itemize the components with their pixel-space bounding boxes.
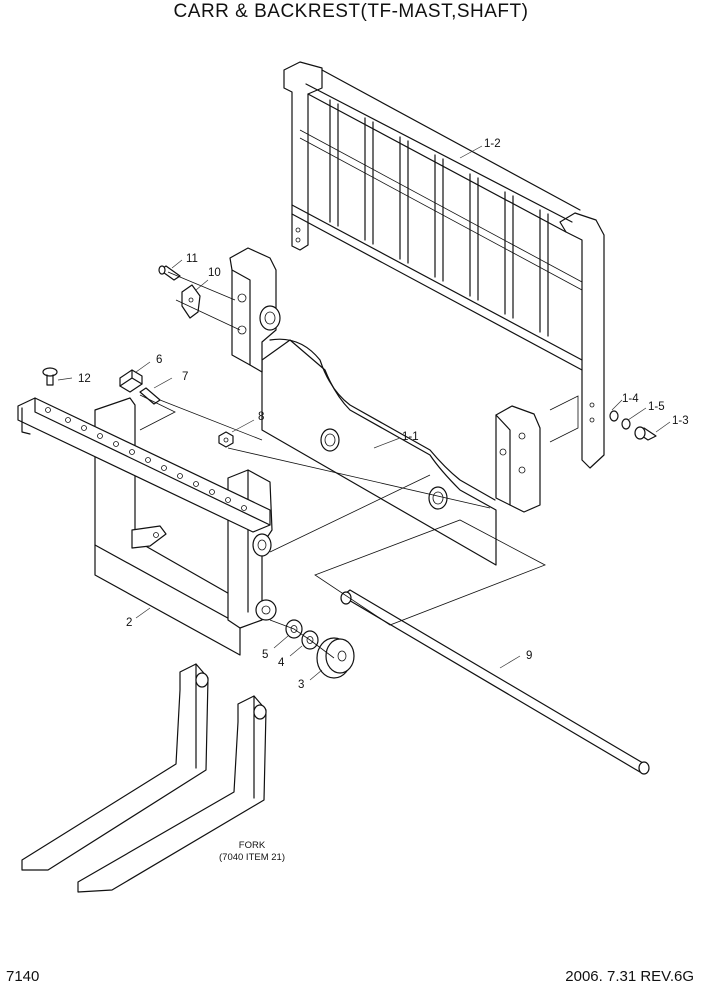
callout-12: 12 (78, 373, 91, 385)
callout-7: 7 (182, 371, 188, 383)
fork-label: FORK (239, 840, 266, 851)
pin-part-7[interactable] (139, 387, 161, 405)
side-shifter-frame-part[interactable] (17, 397, 277, 656)
bolt-part-12[interactable] (42, 367, 58, 386)
callout-5: 5 (262, 649, 268, 661)
fork-part-right[interactable] (77, 695, 267, 893)
carriage-part[interactable] (229, 247, 541, 566)
page-number: 7140 (6, 968, 40, 985)
callout-2: 2 (126, 617, 132, 629)
callout-3: 3 (298, 679, 304, 691)
washer-part-1-4[interactable] (609, 410, 619, 422)
fork-part-left[interactable] (21, 663, 209, 871)
callout-6: 6 (156, 354, 162, 366)
callout-1-3: 1-3 (672, 415, 689, 427)
plate-part-10[interactable] (181, 284, 201, 319)
pin-part-6[interactable] (119, 369, 143, 393)
callout-4: 4 (278, 657, 285, 669)
callout-leaders (57, 145, 671, 681)
callout-1-1: 1-1 (402, 431, 419, 443)
shaft-part[interactable] (340, 589, 650, 775)
roller-part[interactable] (316, 637, 355, 679)
diagram-title: CARR & BACKREST(TF-MAST,SHAFT) (173, 1, 529, 22)
callout-1-5: 1-5 (648, 401, 665, 413)
callout-8: 8 (258, 411, 264, 423)
backrest-part[interactable] (283, 61, 605, 469)
washer-part-1-5[interactable] (621, 418, 631, 430)
bolt-part-1-3[interactable] (634, 426, 657, 441)
revision-date: 2006. 7.31 REV.6G (565, 968, 694, 985)
nut-part-8[interactable] (218, 431, 234, 448)
assembly-guide-lines (139, 271, 579, 659)
callout-9: 9 (526, 650, 532, 662)
callout-11: 11 (186, 253, 198, 265)
callout-1-2: 1-2 (484, 138, 501, 150)
callout-10: 10 (208, 267, 221, 279)
fork-reference: (7040 ITEM 21) (219, 852, 285, 863)
callout-1-4: 1-4 (622, 393, 639, 405)
